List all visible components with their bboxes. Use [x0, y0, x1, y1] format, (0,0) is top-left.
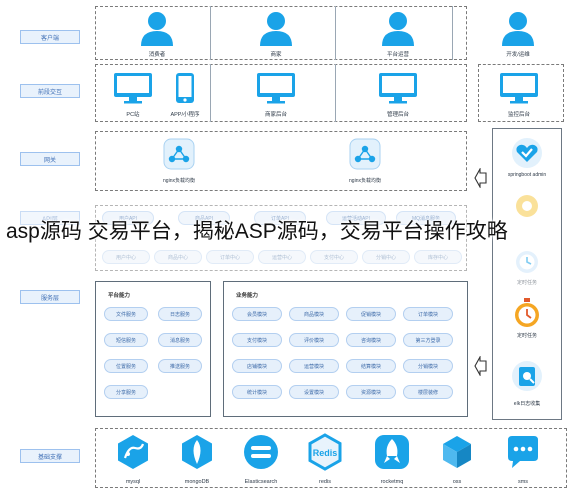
arrow-left-icon [474, 168, 487, 188]
user-icon [141, 12, 173, 46]
business-pill: 评价模块 [289, 333, 339, 347]
business-title: 业务能力 [236, 293, 259, 299]
layer-label-client: 客户端 [20, 30, 80, 44]
nginx-icon [349, 138, 381, 170]
monitor-dashboard-icon [500, 73, 538, 104]
elk-log-icon [512, 361, 542, 391]
infra-label-rocketmq: rocketmq [380, 479, 404, 485]
infra-label-sms: sms [517, 479, 529, 485]
platform-pill: 日志服务 [158, 307, 202, 321]
platform-pill: 分享服务 [104, 385, 148, 399]
layer-label-api: API层 [20, 211, 80, 225]
frontend-label-monitor: 监控后台 [507, 112, 530, 118]
business-pill: 第三方登录 [403, 333, 453, 347]
gateway-label-left: nginx负载均衡 [163, 178, 195, 184]
business-pill: 会员模块 [232, 307, 282, 321]
arrow-left-icon [474, 356, 487, 376]
platform-pill: 位置服务 [104, 359, 148, 373]
center-pill: 分销中心 [362, 250, 410, 264]
monitor-label-admin: springboot admin [507, 172, 547, 178]
business-pill: 结算模块 [346, 359, 396, 373]
infra-label-redis: redis [319, 479, 331, 485]
mongodb-icon [182, 435, 212, 469]
infra-label-mysql: mysql [125, 479, 141, 485]
infra-label-elasticsearch: Elasticsearch [244, 479, 278, 485]
business-pill: 统计模块 [232, 385, 282, 399]
infra-label-oss: oss [452, 479, 462, 485]
heart-check-icon [512, 138, 542, 168]
user-label-operator: 平台运营 [386, 52, 409, 58]
frontend-label-pc: PC站 [126, 112, 140, 118]
frontend-label-admin: 管理后台 [386, 112, 409, 118]
gear-icon [516, 195, 538, 217]
infra-box [95, 428, 567, 488]
layer-label-frontend: 前段交互 [20, 84, 80, 98]
user-label-merchant: 商家 [270, 52, 282, 58]
frontend-box [95, 64, 467, 122]
user-label-consumer: 消费者 [148, 52, 166, 58]
nginx-icon [163, 138, 195, 170]
layer-label-service: 服务层 [20, 290, 80, 304]
layer-label-gateway: 网关 [20, 152, 80, 166]
business-pill: 设置模块 [289, 385, 339, 399]
api-pill: 商品API [178, 211, 230, 225]
rocketmq-icon [375, 435, 409, 469]
user-icon [382, 12, 414, 46]
mobile-phone-icon [176, 73, 194, 103]
sms-chat-icon [508, 436, 538, 468]
business-pill: 楼层装修 [403, 385, 453, 399]
overlay-title: asp源码 交易平台，揭秘ASP源码，交易平台操作攻略 [6, 220, 508, 243]
business-pill: 促销模块 [346, 307, 396, 321]
infra-label-mongodb: mongoDB [184, 479, 210, 485]
api-box [95, 205, 467, 271]
merchant-monitor-icon [257, 73, 295, 104]
center-pill: 订单中心 [206, 250, 254, 264]
timer-icon [515, 298, 539, 327]
business-pill: 分销模块 [403, 359, 453, 373]
platform-pill: 短信服务 [104, 333, 148, 347]
center-pill: 运营中心 [258, 250, 306, 264]
api-pill: 订单API [254, 211, 306, 225]
business-pill: 支付模块 [232, 333, 282, 347]
admin-monitor-icon [379, 73, 417, 104]
monitor-label-task2: 定时任务 [516, 333, 537, 339]
user-label-devops: 开发/运维 [506, 52, 530, 58]
frontend-label-merchant: 商家后台 [264, 112, 287, 118]
business-pill: 订单模块 [403, 307, 453, 321]
api-pill: MQ消息服务 [396, 211, 456, 225]
frontend-label-app: APP/小程序 [170, 112, 200, 118]
platform-pill: 推送服务 [158, 359, 202, 373]
platform-pill: 消息服务 [158, 333, 202, 347]
user-icon [260, 12, 292, 46]
mysql-icon [118, 435, 148, 469]
center-pill: 库存中心 [414, 250, 462, 264]
business-pill: 店铺模块 [232, 359, 282, 373]
monitor-frontend-box [478, 64, 564, 122]
user-icon [502, 12, 534, 46]
alarm-clock-icon [516, 251, 538, 273]
layer-label-infra: 基础支撑 [20, 449, 80, 463]
gateway-label-right: nginx负载均衡 [349, 178, 381, 184]
business-pill: 运营模块 [289, 359, 339, 373]
business-pill: 资源模块 [346, 385, 396, 399]
business-pill: 商品模块 [289, 307, 339, 321]
pc-monitor-icon [114, 73, 152, 104]
oss-icon [443, 436, 471, 468]
elasticsearch-icon [244, 435, 278, 469]
center-pill: 用户中心 [102, 250, 150, 264]
monitor-label-elk: elk日志收集 [513, 401, 541, 407]
api-pill: 运营活动API [326, 211, 386, 225]
users-box [95, 6, 467, 60]
center-pill: 商品中心 [154, 250, 202, 264]
redis-icon: Redis [308, 433, 342, 471]
api-pill: 用户API [102, 211, 154, 225]
center-pill: 支付中心 [310, 250, 358, 264]
platform-title: 平台能力 [108, 293, 131, 299]
business-pill: 咨询模块 [346, 333, 396, 347]
gateway-box [95, 131, 467, 191]
platform-pill: 文件服务 [104, 307, 148, 321]
monitor-label-task1: 定时任务 [516, 280, 537, 286]
svg-text:Redis: Redis [313, 448, 338, 458]
